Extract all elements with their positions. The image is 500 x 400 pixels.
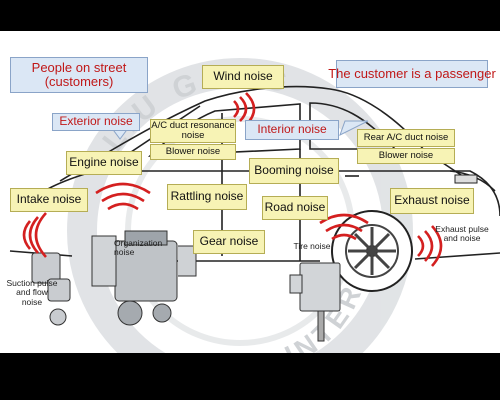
engine-noise-label: Engine noise [66, 151, 142, 175]
gear-illustration [289, 262, 341, 342]
gear-noise-label: Gear noise [193, 230, 265, 254]
organization-noise-label: Organization noise [114, 237, 163, 257]
wind-noise-label: Wind noise [202, 65, 284, 89]
people-on-street-callout: People on street (customers) [10, 57, 148, 93]
exhaust-tip [454, 174, 478, 184]
intake-illustration [31, 252, 71, 326]
exterior-noise-label: Exterior noise [52, 113, 140, 131]
car-noise-diagram: LIU GONG COM INTER [0, 31, 500, 353]
suction-pulse-label: Suction pulse and flow noise [6, 277, 58, 307]
callout-tail-right [339, 120, 369, 137]
intake-noise-label: Intake noise [10, 188, 88, 212]
exhaust-pulse-label: Exhaust pulse and noise [435, 223, 489, 243]
interior-noise-label: Interior noise [245, 120, 339, 140]
road-noise-label: Road noise [262, 196, 328, 220]
exhaust-noise-label: Exhaust noise [390, 188, 474, 214]
rear-wheel [331, 210, 413, 292]
engine-illustration [91, 230, 197, 326]
ac-duct-resonance-label: A/C duct resonance noise [150, 119, 236, 143]
rear-ac-duct-label: Rear A/C duct noise [357, 129, 455, 147]
rattling-noise-label: Rattling noise [167, 184, 247, 210]
booming-noise-label: Booming noise [249, 158, 339, 184]
blower-noise-rear-label: Blower noise [357, 148, 455, 164]
tire-noise-label: Tire noise [293, 241, 331, 252]
customer-passenger-callout: The customer is a passenger [328, 60, 496, 88]
blower-noise-front-label: Blower noise [150, 144, 236, 160]
